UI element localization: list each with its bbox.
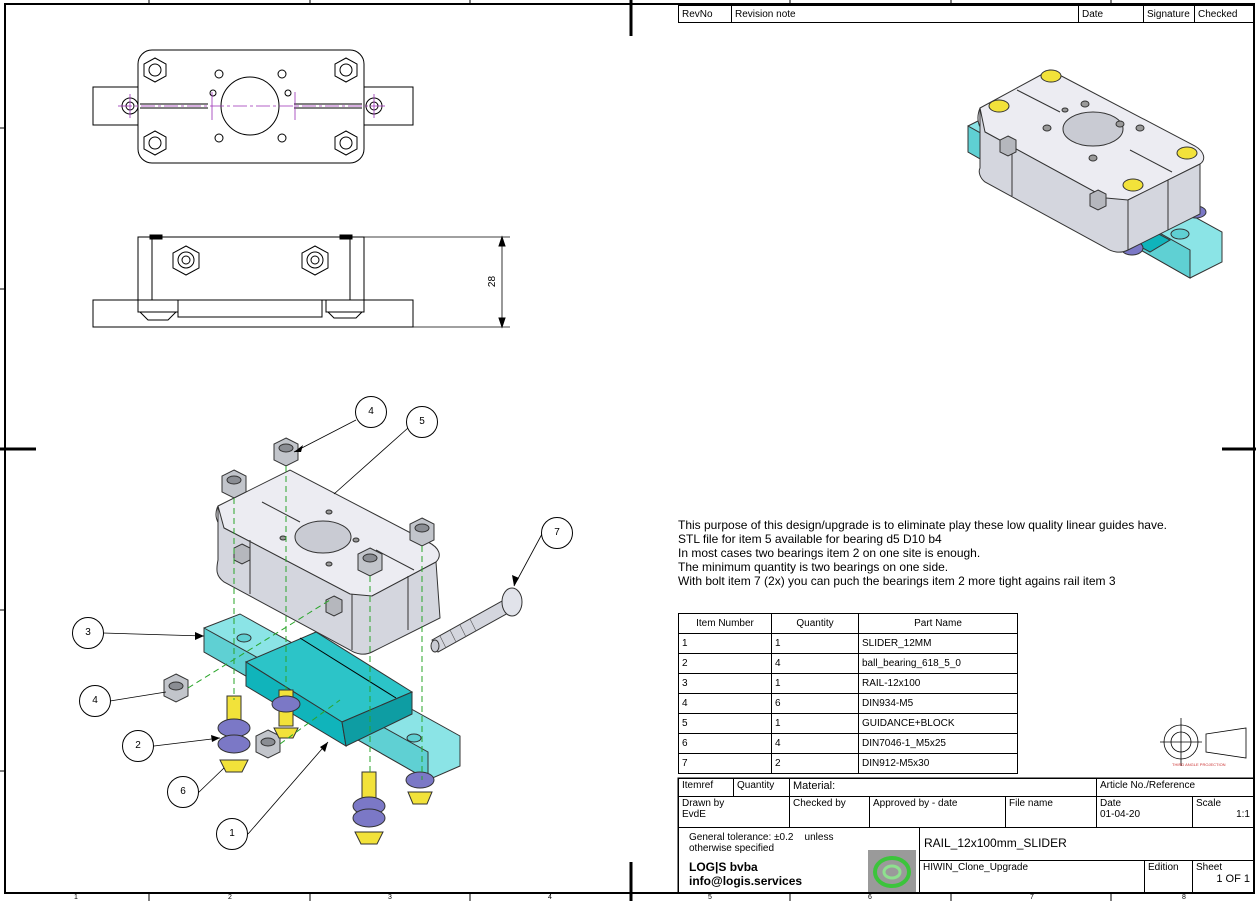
tolerance-line-1: General tolerance: ±0.2 unless	[689, 832, 834, 843]
balloon-7: 7	[541, 517, 573, 549]
logis-logo-icon	[868, 850, 916, 892]
tolerance-line-2: otherwise specified	[689, 843, 775, 854]
dimension-28: 28	[487, 275, 499, 288]
bom-cell: 7	[678, 753, 772, 774]
zone-number: 6	[868, 894, 872, 901]
note-line: With bolt item 7 (2x) you can puch the b…	[678, 574, 1116, 588]
table-row: 2 4 ball_bearing_618_5_0	[678, 653, 1018, 674]
design-notes: This purpose of this design/upgrade is t…	[678, 518, 1167, 588]
table-row: 5 1 GUIDANCE+BLOCK	[678, 713, 1018, 734]
balloon-1: 1	[216, 818, 248, 850]
tb-approved-by: Approved by - date	[869, 796, 1006, 828]
bill-of-materials: Item Number Quantity Part Name 1 1 SLIDE…	[678, 613, 1018, 774]
bom-cell: 2	[678, 653, 772, 674]
drawn-by-label: Drawn by	[682, 798, 725, 809]
bom-header-item: Item Number	[678, 613, 772, 634]
bom-cell: 6	[678, 733, 772, 754]
rev-col-date: Date	[1078, 5, 1144, 23]
note-line: The minimum quantity is two bearings on …	[678, 560, 949, 574]
sheet-value: 1 OF 1	[1216, 873, 1250, 885]
tb-company: General tolerance: ±0.2 unless otherwise…	[678, 827, 920, 893]
projection-label: THIRD ANGLE PROJECTION	[1172, 762, 1226, 767]
bom-cell: DIN912-M5x30	[858, 753, 1018, 774]
zone-number: 3	[388, 894, 392, 901]
tb-checked-by: Checked by	[789, 796, 870, 828]
bom-cell: 1	[771, 713, 859, 734]
bom-header-qty: Quantity	[771, 613, 859, 634]
rev-col-signature: Signature	[1143, 5, 1195, 23]
tb-itemref: Itemref	[678, 778, 734, 797]
table-row: 6 4 DIN7046-1_M5x25	[678, 733, 1018, 754]
scale-value: 1:1	[1236, 809, 1250, 820]
bom-header-part: Part Name	[858, 613, 1018, 634]
tb-article: Article No./Reference	[1096, 778, 1254, 797]
company-name: LOG|S bvba	[689, 860, 758, 874]
bom-cell: GUIDANCE+BLOCK	[858, 713, 1018, 734]
tb-edition: Edition	[1144, 860, 1193, 893]
rev-col-revno: RevNo	[678, 5, 732, 23]
balloon-4-left: 4	[79, 685, 111, 717]
tb-drawn-by: Drawn by EvdE	[678, 796, 790, 828]
balloon-2: 2	[122, 730, 154, 762]
exploded-view	[163, 437, 523, 845]
bom-cell: 1	[771, 633, 859, 654]
balloon-5: 5	[406, 406, 438, 438]
front-view	[92, 234, 510, 329]
bom-cell: 3	[678, 673, 772, 694]
balloon-6: 6	[167, 776, 199, 808]
date-value: 01-04-20	[1100, 809, 1141, 820]
rev-col-note: Revision note	[731, 5, 1079, 23]
table-row: 3 1 RAIL-12x100	[678, 673, 1018, 694]
table-row: 7 2 DIN912-M5x30	[678, 753, 1018, 774]
note-line: In most cases two bearings item 2 on one…	[678, 546, 981, 560]
table-row: 4 6 DIN934-M5	[678, 693, 1018, 714]
company-email: info@logis.services	[689, 874, 803, 888]
zone-number: 4	[548, 894, 552, 901]
top-view	[92, 49, 414, 164]
note-line: STL file for item 5 available for bearin…	[678, 532, 942, 546]
bom-cell: DIN934-M5	[858, 693, 1018, 714]
bom-cell: 5	[678, 713, 772, 734]
tb-sheet: Sheet 1 OF 1	[1192, 860, 1254, 893]
tb-date: Date 01-04-20	[1096, 796, 1193, 828]
balloon-3: 3	[72, 617, 104, 649]
date-label: Date	[1100, 798, 1122, 809]
bom-cell: 2	[771, 753, 859, 774]
bom-cell: RAIL-12x100	[858, 673, 1018, 694]
zone-number: 1	[74, 894, 78, 901]
tb-scale: Scale 1:1	[1192, 796, 1254, 828]
tb-file-name: File name	[1005, 796, 1097, 828]
drawn-by-value: EvdE	[682, 809, 706, 820]
zone-number: 8	[1182, 894, 1186, 901]
bom-cell: SLIDER_12MM	[858, 633, 1018, 654]
bom-cell: 6	[771, 693, 859, 714]
projection-symbol	[1160, 718, 1247, 766]
balloon-4-top: 4	[355, 396, 387, 428]
isometric-view	[967, 69, 1223, 279]
revision-table: RevNo Revision note Date Signature Check…	[678, 5, 1254, 23]
bom-cell: 4	[678, 693, 772, 714]
bom-cell: ball_bearing_618_5_0	[858, 653, 1018, 674]
bom-cell: DIN7046-1_M5x25	[858, 733, 1018, 754]
zone-number: 5	[708, 894, 712, 901]
scale-label: Scale	[1196, 798, 1222, 809]
tb-title: RAIL_12x100mm_SLIDER	[919, 827, 1254, 861]
bom-cell: 1	[771, 673, 859, 694]
tb-material: Material:	[789, 778, 1097, 797]
sheet-label: Sheet	[1196, 862, 1223, 873]
tb-subtitle: HIWIN_Clone_Upgrade	[919, 860, 1145, 893]
tb-quantity: Quantity	[733, 778, 790, 797]
bom-cell: 1	[678, 633, 772, 654]
note-line: This purpose of this design/upgrade is t…	[678, 518, 1167, 532]
zone-number: 2	[228, 894, 232, 901]
bom-cell: 4	[771, 653, 859, 674]
bom-cell: 4	[771, 733, 859, 754]
zone-number: 7	[1030, 894, 1034, 901]
table-row: 1 1 SLIDER_12MM	[678, 633, 1018, 654]
rev-col-checked: Checked	[1194, 5, 1254, 23]
